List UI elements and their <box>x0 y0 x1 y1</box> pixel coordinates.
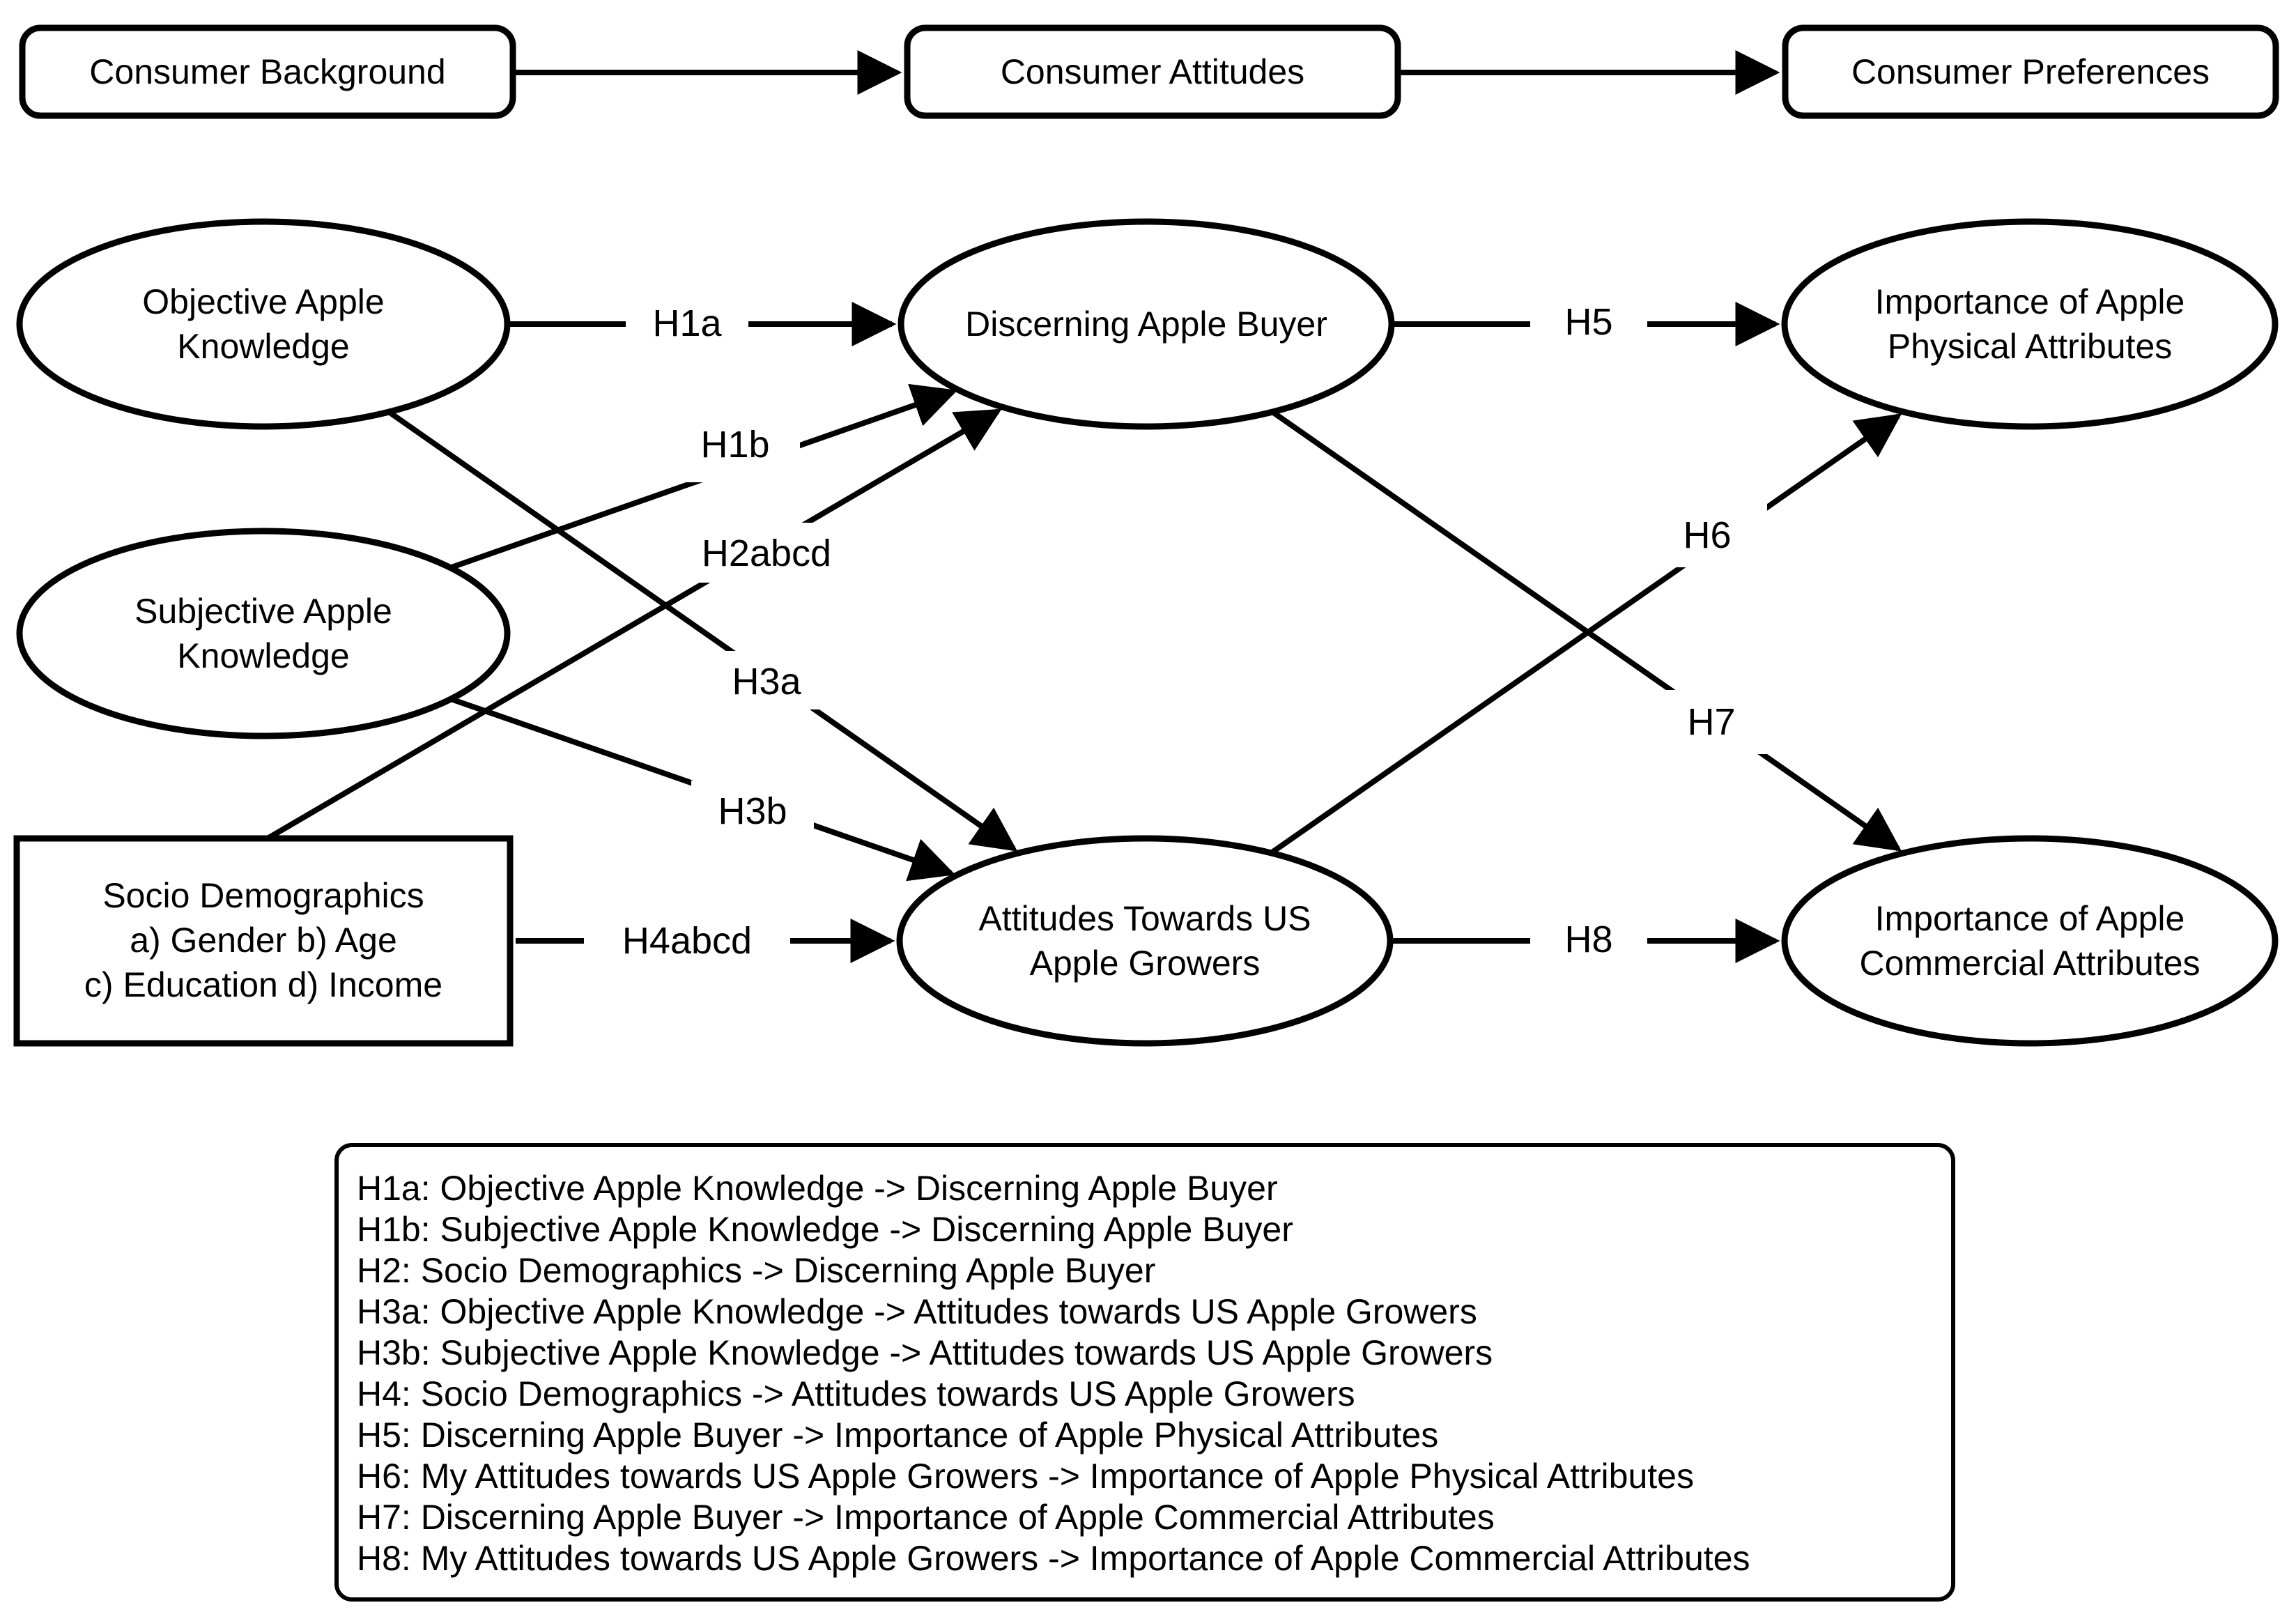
importance-physical-node <box>1781 218 2279 430</box>
subjective-apple-knowledge-node <box>16 528 511 739</box>
importance-commercial-label-1: Importance of Apple <box>1875 899 2185 938</box>
hypothesis-legend: H1a: Objective Apple Knowledge -> Discer… <box>334 1143 1955 1602</box>
importance-commercial-label-2: Commercial Attributes <box>1859 944 2200 983</box>
socio-demographics-label-2: a) Gender b) Age <box>130 921 397 960</box>
objective-apple-knowledge-label-2: Knowledge <box>177 327 349 366</box>
h7-label: H7 <box>1687 701 1735 743</box>
h4abcd-label: H4abcd <box>622 920 752 962</box>
h3a-label-mask <box>705 651 828 709</box>
h3a-label: H3a <box>732 661 801 703</box>
attitudes-us-growers-label-1: Attitudes Towards US <box>978 899 1311 938</box>
subjective-apple-knowledge-label-2: Knowledge <box>177 636 349 675</box>
h3b-label: H3b <box>718 790 787 832</box>
legend-box <box>334 1143 1955 1602</box>
h2abcd-label-mask <box>663 523 870 583</box>
legend-item-h1b: H1b: Subjective Apple Knowledge -> Disce… <box>357 1210 1293 1249</box>
importance-commercial-node <box>1781 835 2279 1047</box>
consumer-preferences-box <box>1782 24 2279 119</box>
h7-label-mask <box>1651 690 1771 754</box>
consumer-background-label: Consumer Background <box>89 52 445 91</box>
arrow-h2abcd <box>265 408 1002 841</box>
legend-item-h1a: H1a: Objective Apple Knowledge -> Discer… <box>357 1169 1278 1208</box>
importance-physical-label-2: Physical Attributes <box>1888 327 2173 366</box>
h5-label: H5 <box>1564 301 1612 343</box>
h1a-label-mask <box>626 295 748 351</box>
attitudes-us-growers-node <box>896 835 1394 1047</box>
h5-label-mask <box>1530 293 1647 350</box>
objective-apple-knowledge-node <box>16 218 511 430</box>
h1b-label: H1b <box>700 424 769 466</box>
top-flow-row: Consumer Background Consumer Attitudes C… <box>19 24 2279 119</box>
h2abcd-label: H2abcd <box>702 532 831 574</box>
h4abcd-label-mask <box>584 912 790 970</box>
legend-item-h5: H5: Discerning Apple Buyer -> Importance… <box>357 1415 1438 1454</box>
h3b-label-mask <box>691 781 814 840</box>
legend-item-h3b: H3b: Subjective Apple Knowledge -> Attit… <box>357 1333 1493 1372</box>
legend-item-h3a: H3a: Objective Apple Knowledge -> Attitu… <box>357 1292 1477 1331</box>
h1a-label: H1a <box>652 302 722 344</box>
importance-physical-label-1: Importance of Apple <box>1875 282 2185 321</box>
legend-item-h8: H8: My Attitudes towards US Apple Grower… <box>357 1539 1750 1578</box>
subjective-apple-knowledge-label-1: Subjective Apple <box>134 592 392 631</box>
h1b-label-mask <box>670 417 800 482</box>
discerning-apple-buyer-label: Discerning Apple Buyer <box>965 305 1327 344</box>
consumer-preferences-label: Consumer Preferences <box>1851 52 2210 91</box>
h8-label-mask <box>1530 910 1647 969</box>
socio-demographics-node <box>13 835 514 1047</box>
socio-demographics-label-3: c) Education d) Income <box>84 965 442 1004</box>
legend-item-h6: H6: My Attitudes towards US Apple Grower… <box>357 1457 1694 1496</box>
h6-label-mask <box>1647 503 1767 567</box>
arrow-h3a <box>387 409 1018 852</box>
objective-apple-knowledge-label-1: Objective Apple <box>142 282 384 321</box>
arrow-h6 <box>1269 413 1902 856</box>
legend-item-h4: H4: Socio Demographics -> Attitudes towa… <box>357 1374 1355 1413</box>
h6-label: H6 <box>1683 514 1731 556</box>
legend-item-h7: H7: Discerning Apple Buyer -> Importance… <box>357 1498 1495 1537</box>
socio-demographics-label-1: Socio Demographics <box>102 876 424 915</box>
consumer-attitudes-label: Consumer Attitudes <box>1001 52 1304 91</box>
arrow-h7 <box>1270 409 1902 852</box>
hypothesis-labels: H1a H1b H2abcd H3a H3b H4abcd H5 H6 H7 H… <box>584 293 1771 970</box>
h8-label: H8 <box>1564 919 1612 960</box>
construct-nodes: Objective Apple Knowledge Subjective App… <box>13 218 2279 1047</box>
legend-item-h2: H2: Socio Demographics -> Discerning App… <box>357 1251 1155 1290</box>
attitudes-us-growers-label-2: Apple Growers <box>1030 944 1261 983</box>
